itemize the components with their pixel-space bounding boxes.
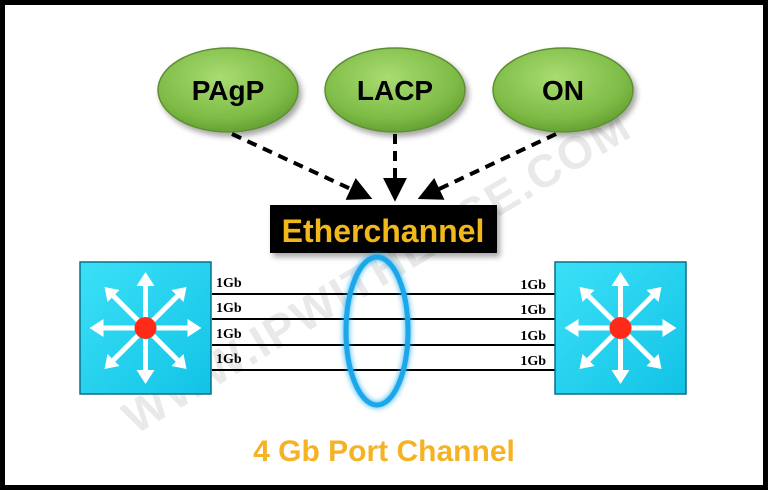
protocol-pagp-bubble: PAgP	[157, 47, 299, 133]
etherchannel-box: Etherchannel	[270, 205, 497, 253]
link-4-left-label: 1Gb	[216, 352, 242, 367]
layer3-switch-icon	[89, 272, 202, 384]
protocol-lacp-bubble: LACP	[324, 47, 466, 133]
left-switch	[79, 261, 212, 395]
port-channel-links: 1Gb 1Gb 1Gb 1Gb 1Gb 1Gb 1Gb 1Gb	[212, 276, 555, 371]
link-3-left-label: 1Gb	[216, 327, 242, 342]
link-1-right-label: 1Gb	[520, 278, 546, 293]
arrow-on-to-etherchannel	[417, 132, 557, 200]
link-1-left-label: 1Gb	[216, 276, 242, 291]
arrow-pagp-to-etherchannel	[231, 132, 373, 200]
protocol-on-bubble: ON	[492, 47, 634, 133]
etherchannel-label: Etherchannel	[282, 213, 485, 249]
protocol-lacp-label: LACP	[357, 75, 433, 106]
link-4-right-label: 1Gb	[520, 354, 546, 369]
protocol-pagp-label: PAgP	[192, 75, 265, 106]
right-switch	[554, 261, 687, 395]
link-3-right-label: 1Gb	[520, 329, 546, 344]
port-channel-caption: 4 Gb Port Channel	[253, 435, 515, 468]
link-2-left-label: 1Gb	[216, 301, 242, 316]
port-channel-ring	[343, 254, 411, 408]
protocol-on-label: ON	[542, 75, 584, 106]
link-2-right-label: 1Gb	[520, 303, 546, 318]
layer3-switch-icon	[564, 272, 677, 384]
